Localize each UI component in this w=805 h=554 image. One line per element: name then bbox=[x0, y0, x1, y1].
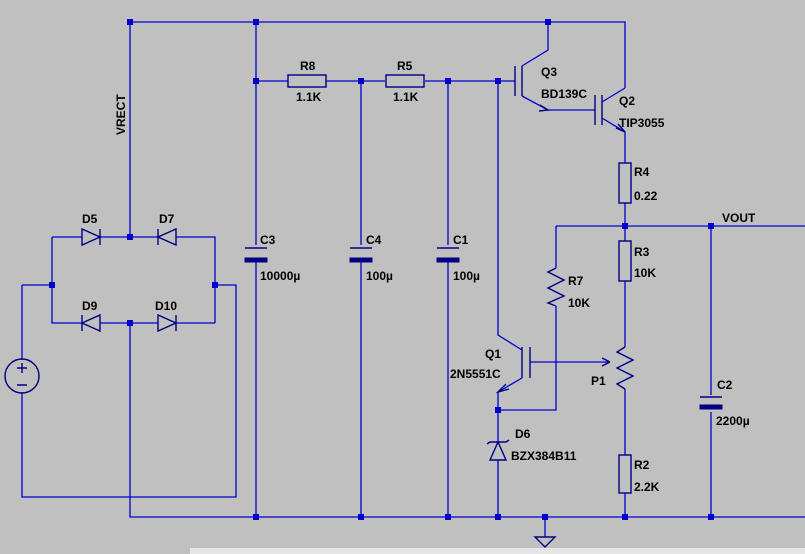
resistor-r7 bbox=[546, 267, 566, 307]
resistor-r8 bbox=[287, 74, 327, 88]
c1-ref: C1 bbox=[453, 233, 469, 247]
resistor-r5 bbox=[385, 74, 425, 88]
d5-label: D5 bbox=[82, 212, 98, 226]
d10-label: D10 bbox=[155, 299, 177, 313]
capacitor-c3 bbox=[244, 247, 268, 263]
r2-ref: R2 bbox=[634, 458, 650, 472]
r8-value: 1.1K bbox=[296, 90, 322, 104]
junction-dots bbox=[49, 19, 714, 520]
wires bbox=[21, 21, 805, 537]
diode-d5 bbox=[81, 227, 102, 247]
transistor-q2 bbox=[594, 95, 626, 133]
net-label-vrect: VRECT bbox=[114, 94, 128, 135]
d6-ref: D6 bbox=[515, 427, 531, 441]
q1-value: 2N5551C bbox=[450, 367, 501, 381]
r4-value: 0.22 bbox=[634, 189, 658, 203]
transistor-q3 bbox=[514, 66, 551, 112]
transistor-q1 bbox=[495, 347, 531, 394]
r3-value: 10K bbox=[634, 266, 656, 280]
resistor-r3 bbox=[618, 240, 632, 282]
zener-diode-d6 bbox=[486, 439, 510, 461]
diode-d9 bbox=[80, 313, 101, 333]
r7-value: 10K bbox=[568, 296, 590, 310]
voltage-source bbox=[4, 358, 40, 394]
d9-label: D9 bbox=[82, 299, 98, 313]
q2-ref: Q2 bbox=[619, 94, 635, 108]
c3-value: 10000µ bbox=[260, 269, 300, 283]
resistor-r2 bbox=[618, 454, 632, 494]
r5-ref: R5 bbox=[397, 59, 413, 73]
r3-ref: R3 bbox=[634, 245, 650, 259]
c4-ref: C4 bbox=[366, 233, 382, 247]
labels: VRECT VOUT D5 D7 D9 D10 R8 1.1K R5 1.1K … bbox=[82, 59, 756, 494]
bottom-scroll-strip bbox=[190, 548, 805, 554]
capacitor-c2 bbox=[699, 396, 723, 410]
r5-value: 1.1K bbox=[393, 90, 419, 104]
d7-label: D7 bbox=[159, 212, 175, 226]
net-label-vout: VOUT bbox=[722, 211, 756, 225]
capacitor-c1 bbox=[436, 247, 460, 263]
c1-value: 100µ bbox=[453, 269, 480, 283]
q2-value: TIP3055 bbox=[619, 116, 665, 130]
r7-ref: R7 bbox=[568, 274, 584, 288]
d6-value: BZX384B11 bbox=[511, 449, 577, 463]
r2-value: 2.2K bbox=[634, 480, 660, 494]
c2-value: 2200µ bbox=[716, 414, 750, 428]
c3-ref: C3 bbox=[260, 233, 276, 247]
ground-symbol bbox=[533, 536, 557, 548]
c2-ref: C2 bbox=[717, 378, 733, 392]
q3-value: BD139C bbox=[541, 87, 587, 101]
r4-ref: R4 bbox=[634, 165, 650, 179]
capacitor-c4 bbox=[349, 247, 373, 263]
q3-ref: Q3 bbox=[541, 65, 557, 79]
q1-ref: Q1 bbox=[485, 347, 501, 361]
c4-value: 100µ bbox=[366, 269, 393, 283]
diode-d7 bbox=[156, 227, 177, 247]
p1-ref: P1 bbox=[591, 374, 606, 388]
resistor-r4 bbox=[618, 162, 632, 204]
r8-ref: R8 bbox=[300, 59, 316, 73]
diode-d10 bbox=[157, 313, 178, 333]
potentiometer-p1 bbox=[601, 346, 635, 390]
